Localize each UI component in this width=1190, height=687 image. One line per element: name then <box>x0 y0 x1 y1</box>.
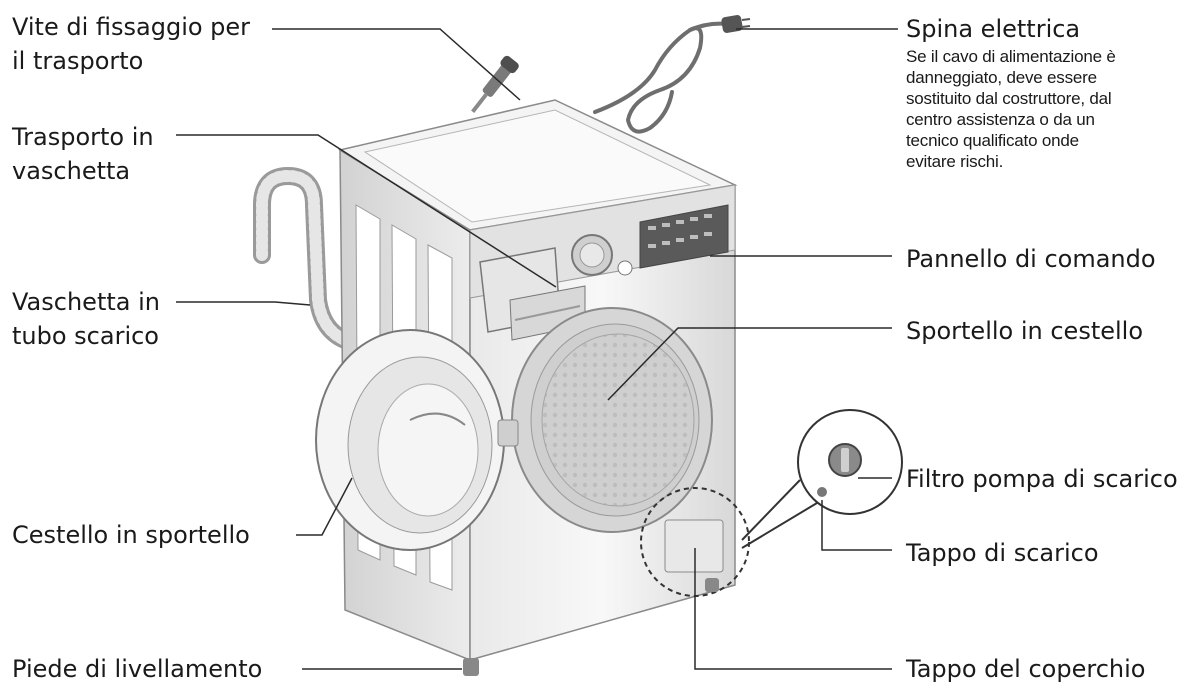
label-detergent-drawer: Trasporto in vaschetta <box>12 123 154 185</box>
label-drain-plug: Tappo di scarico <box>906 539 1099 567</box>
power-plug-icon <box>721 15 751 33</box>
leader-drain-hose <box>176 301 311 306</box>
label-door: Sportello in cestello <box>906 317 1144 345</box>
label-leveling-foot: Piede di livellamento <box>12 655 263 683</box>
power-cord <box>593 21 730 134</box>
leader-door <box>607 327 892 401</box>
leader-detergent-drawer <box>176 134 557 288</box>
transport-screw-icon <box>471 55 519 113</box>
machine-top <box>338 99 738 231</box>
filter-inset <box>741 409 903 549</box>
leader-lines <box>176 28 898 670</box>
leader-drain-plug <box>821 500 892 551</box>
drain-hose <box>253 166 354 349</box>
leader-cover-cap <box>694 548 892 670</box>
label-pump-filter: Filtro pompa di scarico <box>906 465 1178 493</box>
label-power-plug-note: Se il cavo di alimentazione è danneggiat… <box>906 47 1116 171</box>
label-power-plug: Spina elettrica <box>906 15 1081 43</box>
machine-front <box>463 184 750 676</box>
label-control-panel: Pannello di comando <box>906 245 1156 273</box>
label-transport-screw: Vite di fissaggio per il trasporto <box>12 13 251 75</box>
leader-transport-screw <box>272 28 521 101</box>
open-door <box>315 329 519 551</box>
label-drain-hose: Vaschetta in tubo scarico <box>12 288 160 350</box>
label-drum: Cestello in sportello <box>12 521 250 549</box>
leader-drum <box>296 477 353 536</box>
label-cover-cap: Tappo del coperchio <box>906 655 1146 683</box>
